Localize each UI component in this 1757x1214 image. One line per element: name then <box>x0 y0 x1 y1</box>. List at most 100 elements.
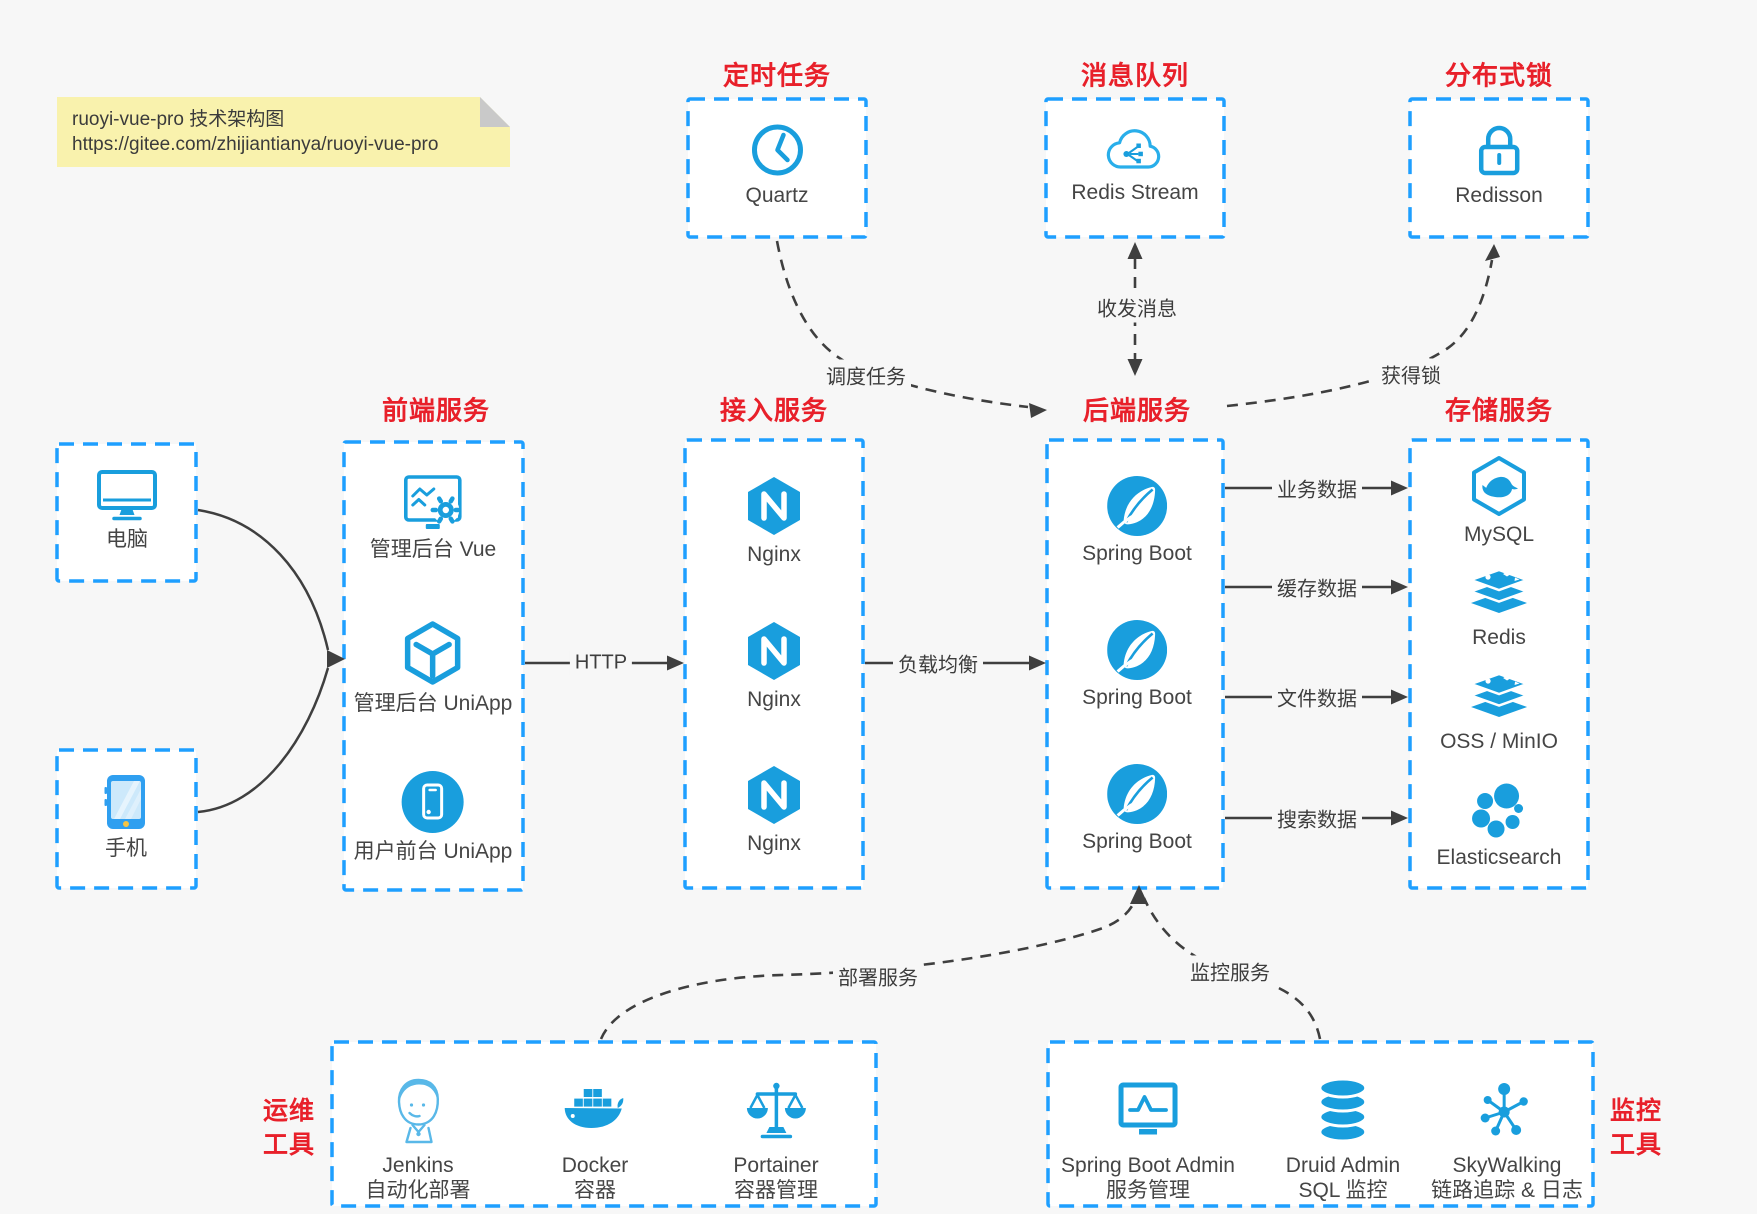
node-label: Portainer <box>733 1154 819 1177</box>
edge-label-search-data: 搜索数据 <box>1272 802 1362 834</box>
node-label: SkyWalking <box>1452 1154 1562 1177</box>
spring-boot-admin-icon <box>1118 1082 1178 1135</box>
monitoring-tools-box <box>1046 1040 1595 1208</box>
redis-stream-cloud-icon <box>1106 129 1160 169</box>
admin-vue-icon <box>404 475 462 529</box>
note-url: https://gitee.com/zhijiantianya/ruoyi-vu… <box>72 134 439 155</box>
uniapp-cube-icon <box>405 621 461 685</box>
desktop-icon <box>97 470 157 521</box>
node-label: Spring Boot <box>1082 686 1192 709</box>
node-nginx-2: Nginx <box>746 620 802 712</box>
spring-boot-icon <box>1107 620 1167 680</box>
edge-label-schedule: 调度任务 <box>821 359 911 391</box>
node-jenkins: Jenkins 自动化部署 <box>366 1072 471 1203</box>
group-title-distributed-lock: 分布式锁 <box>1444 60 1554 91</box>
edge-label-message: 收发消息 <box>1092 291 1182 323</box>
node-label: Nginx <box>747 543 801 566</box>
node-admin-uniapp: 管理后台 UniApp <box>353 620 513 716</box>
docker-icon <box>565 1089 624 1128</box>
node-sublabel: 链路追踪 & 日志 <box>1431 1179 1583 1202</box>
clock-icon <box>751 124 803 176</box>
jenkins-icon <box>397 1078 439 1144</box>
ops-tools-side-line1: 运维 <box>262 1097 316 1125</box>
node-nginx-3: Nginx <box>746 764 802 856</box>
node-spring-boot-1: Spring Boot <box>1082 476 1192 566</box>
node-sublabel: 容器管理 <box>734 1179 818 1202</box>
edge-label-business-data: 业务数据 <box>1272 472 1362 504</box>
node-label: Druid Admin <box>1285 1154 1401 1177</box>
node-label: Redis Stream <box>1071 181 1199 204</box>
nginx-icon <box>748 622 800 680</box>
node-sublabel: SQL 监控 <box>1298 1179 1388 1202</box>
spring-boot-icon <box>1107 764 1167 824</box>
edge-label-deploy: 部署服务 <box>833 960 923 992</box>
node-label: 电脑 <box>106 528 148 551</box>
node-label: Elasticsearch <box>1436 846 1562 869</box>
mysql-icon <box>1471 456 1526 516</box>
node-elasticsearch: Elasticsearch <box>1436 782 1562 870</box>
edge-label-lock: 获得锁 <box>1376 358 1446 390</box>
storage-box <box>1408 438 1590 890</box>
quartz-box <box>686 97 868 239</box>
node-admin-vue: 管理后台 Vue <box>370 474 496 562</box>
user-uniapp-icon <box>402 771 464 833</box>
node-portainer: Portainer 容器管理 <box>733 1072 819 1203</box>
nginx-icon <box>748 766 800 824</box>
node-docker: Docker 容器 <box>561 1072 629 1203</box>
node-nginx-1: Nginx <box>746 475 802 567</box>
node-label: 管理后台 Vue <box>369 538 497 561</box>
edge-label-file-data: 文件数据 <box>1272 681 1362 713</box>
node-label: 管理后台 UniApp <box>353 692 513 715</box>
group-title-storage: 存储服务 <box>1444 395 1554 426</box>
ops-tools-side-line2: 工具 <box>262 1131 316 1159</box>
nginx-icon <box>748 477 800 535</box>
node-label: OSS / MinIO <box>1440 730 1558 753</box>
group-title-frontend: 前端服务 <box>381 395 491 426</box>
node-label: Nginx <box>747 688 801 711</box>
monitoring-tools-side-line2: 工具 <box>1609 1131 1663 1159</box>
sticky-note: ruoyi-vue-pro 技术架构图 https://gitee.com/zh… <box>57 97 510 167</box>
node-label: Docker <box>561 1154 629 1177</box>
node-mysql: MySQL <box>1464 455 1534 547</box>
node-user-uniapp: 用户前台 UniApp <box>353 770 513 864</box>
node-label: Redisson <box>1455 184 1543 207</box>
edge-label-monitor: 监控服务 <box>1185 955 1275 987</box>
node-sublabel: 容器 <box>574 1179 616 1202</box>
node-sublabel: 自动化部署 <box>365 1179 471 1202</box>
monitoring-tools-side-label: 监控 工具 <box>1610 1094 1662 1162</box>
node-label: Nginx <box>747 832 801 855</box>
group-title-scheduled-task: 定时任务 <box>722 60 832 91</box>
node-label: Jenkins <box>382 1154 454 1177</box>
group-title-message-queue: 消息队列 <box>1080 60 1190 91</box>
node-druid: Druid Admin SQL 监控 <box>1286 1072 1400 1203</box>
note-fold-corner <box>480 97 510 127</box>
node-redis-stream: Redis Stream <box>1071 127 1199 205</box>
node-label: Redis <box>1472 626 1526 649</box>
node-label: 用户前台 UniApp <box>353 840 513 863</box>
group-title-backend: 后端服务 <box>1082 395 1192 426</box>
edge-label-http: HTTP <box>569 650 633 676</box>
smartphone-icon <box>104 775 145 829</box>
portainer-icon <box>746 1082 806 1139</box>
node-label: 手机 <box>105 837 147 860</box>
oss-minio-icon <box>1467 672 1530 717</box>
spring-boot-icon <box>1107 476 1167 536</box>
elasticsearch-icon <box>1472 783 1524 838</box>
node-spring-boot-2: Spring Boot <box>1082 620 1192 710</box>
edge-label-load-balance: 负载均衡 <box>893 647 983 679</box>
skywalking-icon <box>1480 1083 1528 1136</box>
node-label: Spring Boot Admin <box>1061 1154 1235 1177</box>
node-label: Spring Boot <box>1082 830 1192 853</box>
ops-tools-side-label: 运维 工具 <box>263 1094 315 1162</box>
note-title: ruoyi-vue-pro 技术架构图 <box>72 109 285 130</box>
node-skywalking: SkyWalking 链路追踪 & 日志 <box>1431 1072 1583 1203</box>
node-redisson: Redisson <box>1455 122 1543 208</box>
lock-icon <box>1478 125 1520 176</box>
edge-label-cache-data: 缓存数据 <box>1272 571 1362 603</box>
node-phone: 手机 <box>100 773 152 861</box>
node-sublabel: 服务管理 <box>1106 1179 1190 1202</box>
node-redis: Redis <box>1468 566 1530 650</box>
node-label: MySQL <box>1463 523 1535 546</box>
druid-icon <box>1318 1078 1368 1142</box>
